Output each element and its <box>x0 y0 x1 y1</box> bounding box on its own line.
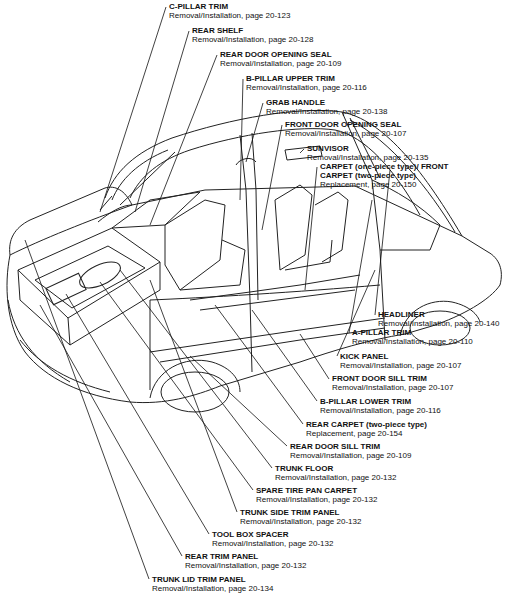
part-name: B-PILLAR LOWER TRIM <box>320 397 411 406</box>
part-name: TRUNK LID TRIM PANEL <box>152 575 246 584</box>
page-reference: Removal/Installation, page 20-132 <box>185 561 306 570</box>
page-reference: Removal/Installation, page 20-135 <box>307 153 428 162</box>
part-name: REAR SHELF <box>192 26 243 35</box>
page-reference: Removal/Installation, page 20-107 <box>332 383 453 392</box>
rear-wheel <box>161 372 229 412</box>
trunk-lid <box>10 187 132 255</box>
dash <box>372 180 440 250</box>
rear-wheel-arch <box>150 360 240 398</box>
page-reference: Removal/Installation, page 20-132 <box>275 473 396 482</box>
trunk-opening <box>18 228 160 318</box>
part-name: A-PILLAR TRIM <box>352 328 411 337</box>
page-reference: Replacement, page 20-154 <box>306 429 403 438</box>
page-reference: Removal/Installation, page 20-132 <box>212 539 333 548</box>
part-name: REAR TRIM PANEL <box>185 552 258 561</box>
part-name: B-PILLAR UPPER TRIM <box>246 74 335 83</box>
part-name: FRONT DOOR SILL TRIM <box>332 374 427 383</box>
page-reference: Removal/Installation, page 20-116 <box>246 83 367 92</box>
c-pillar <box>98 196 132 222</box>
page-reference: Removal/Installation, page 20-109 <box>220 59 341 68</box>
part-name: REAR DOOR OPENING SEAL <box>220 50 332 59</box>
leader-lines <box>25 7 390 579</box>
rear-seat <box>165 200 245 290</box>
part-name: REAR DOOR SILL TRIM <box>290 442 380 451</box>
part-name: TOOL BOX SPACER <box>212 530 288 539</box>
part-name: CARPET (one-piece type)/ FRONT CARPET (t… <box>320 162 460 180</box>
page-reference: Removal/Installation, page 20-132 <box>240 517 361 526</box>
part-name: SPARE TIRE PAN CARPET <box>256 486 357 495</box>
rear-bumper <box>8 300 110 392</box>
page-reference: Removal/Installation, page 20-107 <box>340 361 461 370</box>
roof <box>105 110 462 236</box>
part-name: HEADLINER <box>378 310 425 319</box>
part-name: TRUNK SIDE TRIM PANEL <box>240 508 339 517</box>
page-reference: Removal/Installation, page 20-109 <box>290 451 411 460</box>
part-name: REAR CARPET (two-piece type) <box>306 420 427 429</box>
beltline <box>10 186 462 255</box>
tool-box-spacer <box>46 273 86 305</box>
page-reference: Removal/Installation, page 20-134 <box>152 584 273 593</box>
part-name: SUNVISOR <box>307 144 349 153</box>
page-reference: Removal/Installation, page 20-138 <box>266 107 387 116</box>
part-name: FRONT DOOR OPENING SEAL <box>285 120 401 129</box>
page-reference: Replacement, page 20-150 <box>320 180 417 189</box>
spare-tire <box>76 257 124 294</box>
part-name: C-PILLAR TRIM <box>169 2 228 11</box>
page-reference: Removal/Installation, page 20-107 <box>285 129 406 138</box>
page-reference: Removal/Installation, page 20-140 <box>378 319 499 328</box>
rear-window <box>112 150 175 205</box>
page-reference: Removal/Installation, page 20-128 <box>192 35 313 44</box>
part-name: TRUNK FLOOR <box>275 464 333 473</box>
page-reference: Removal/Installation, page 20-123 <box>169 11 290 20</box>
page-reference: Removal/Installation, page 20-116 <box>320 406 441 415</box>
part-name: KICK PANEL <box>340 352 388 361</box>
part-name: GRAB HANDLE <box>266 98 325 107</box>
page-reference: Removal/Installation, page 20-110 <box>352 337 473 346</box>
trunk-floor <box>35 246 145 308</box>
page-reference: Removal/Installation, page 20-132 <box>256 495 377 504</box>
front-seat <box>275 185 348 270</box>
carpet <box>190 275 360 310</box>
